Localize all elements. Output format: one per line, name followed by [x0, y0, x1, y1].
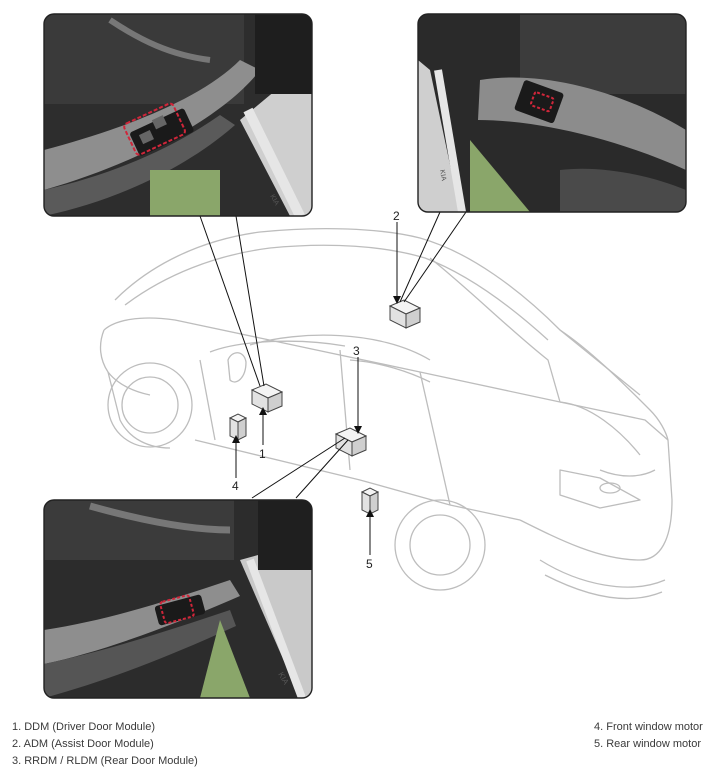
legend-item-rdm: 3. RRDM / RLDM (Rear Door Module) — [12, 755, 198, 767]
callout-2: 2 — [393, 209, 400, 223]
rdm-module-box — [334, 427, 368, 457]
callout-5: 5 — [366, 557, 373, 571]
legend-right: 4. Front window motor 5. Rear window mot… — [594, 719, 703, 753]
legend-left: 1. DDM (Driver Door Module) 2. ADM (Assi… — [12, 719, 198, 770]
car-outline-drawing — [99, 227, 673, 600]
callout-3: 3 — [353, 344, 360, 358]
inset-photo-adm: KIA — [417, 13, 687, 213]
legend-item-front-window-motor: 4. Front window motor — [594, 721, 703, 733]
adm-module-box — [388, 299, 422, 329]
leader-lines — [199, 211, 467, 555]
front-window-motor-box — [228, 413, 248, 441]
inset-photo-rdm: KIA — [43, 499, 313, 699]
inset1-badge: KIA — [268, 194, 280, 208]
callout-1: 1 — [259, 447, 266, 461]
legend-item-adm: 2. ADM (Assist Door Module) — [12, 738, 154, 750]
inset2-badge: KIA — [438, 169, 447, 182]
callout-4: 4 — [232, 479, 239, 493]
inset-photo-ddm: KIA — [43, 13, 313, 217]
legend-item-ddm: 1. DDM (Driver Door Module) — [12, 721, 156, 733]
legend-item-rear-window-motor: 5. Rear window motor — [594, 738, 701, 750]
ddm-module-box — [250, 383, 284, 413]
